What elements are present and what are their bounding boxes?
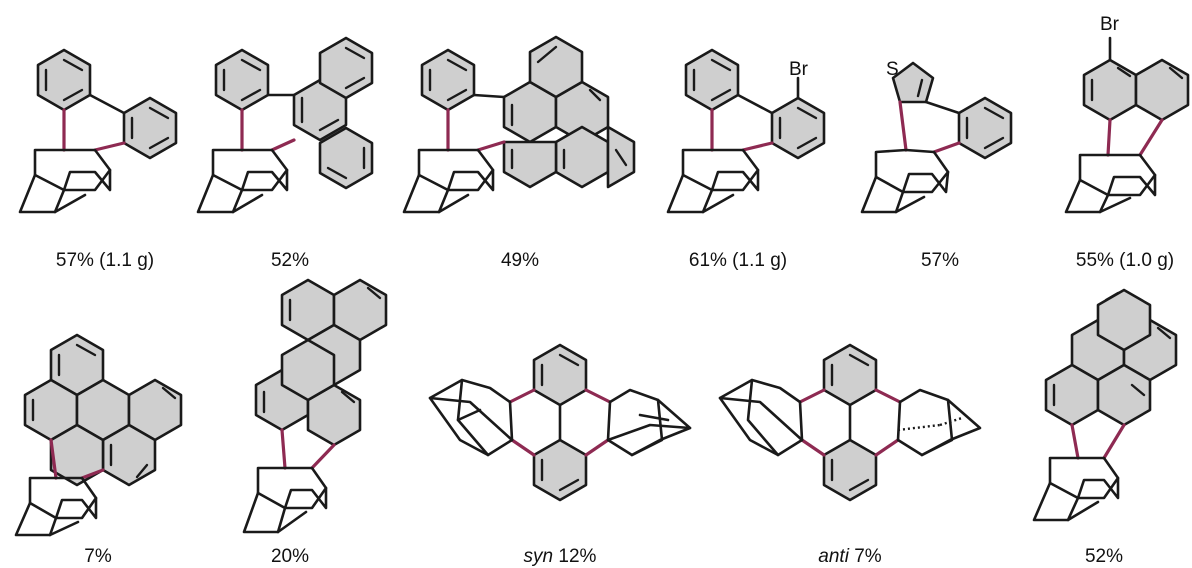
compound-7: 7% [14,333,183,567]
compound-7-structure [14,333,183,537]
compound-9-yield: 12% [558,546,596,567]
compound-2-structure [196,36,374,214]
compound-9: syn 12% [428,343,692,567]
compound-4-bromine-label: Br [789,59,809,80]
compound-5: S 57% [860,59,1013,271]
compound-5-sulfur-label: S [886,59,899,80]
compound-3-yield: 49% [501,250,539,271]
compound-10: anti 7% [718,343,982,567]
compound-6-yield: 55% (1.0 g) [1076,250,1174,271]
compound-1-structure [18,48,178,214]
compound-11: 52% [1032,288,1178,567]
compound-1: 57% (1.1 g) [18,48,178,271]
compound-6: Br 55% (1.0 g) [1064,14,1190,271]
compound-9-isomer: syn [524,546,554,567]
compound-10-yield: 7% [854,546,882,567]
compound-10-isomer: anti [818,546,849,567]
compound-7-yield: 7% [84,546,112,567]
compound-8-yield: 20% [271,546,309,567]
compound-4: Br 61% (1.1 g) [666,48,826,271]
compound-10-structure [718,343,982,502]
compound-6-structure [1064,36,1190,214]
compound-9-structure [428,343,692,502]
compound-1-yield: 57% (1.1 g) [56,250,154,271]
compound-2: 52% [196,36,374,271]
compound-4-structure [666,48,826,214]
compound-11-structure [1032,288,1178,522]
compound-5-structure [860,61,1013,214]
compound-9-label: syn 12% [524,546,597,567]
compound-6-bromine-label: Br [1100,14,1120,35]
compound-8-structure [242,278,388,534]
compound-3-structure [402,35,636,214]
compound-4-yield: 61% (1.1 g) [689,250,787,271]
compound-8: 20% [242,278,388,567]
compound-2-yield: 52% [271,250,309,271]
compound-3: 49% [402,35,636,271]
compound-10-label: anti 7% [818,546,881,567]
compound-5-yield: 57% [921,250,959,271]
compound-11-yield: 52% [1085,546,1123,567]
